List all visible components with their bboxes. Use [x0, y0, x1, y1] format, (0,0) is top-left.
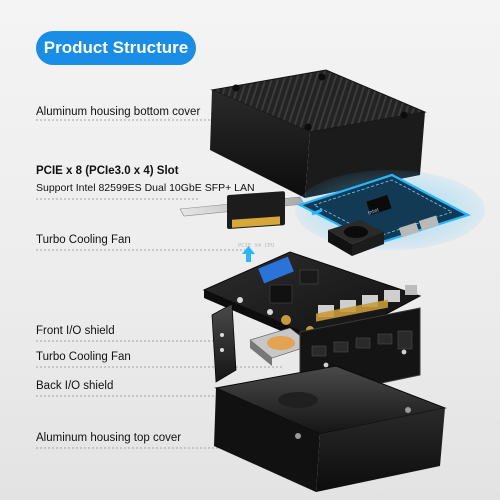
callout-pcie-slot: PCIE x 8 (PCIe3.0 x 4) Slot — [36, 165, 179, 177]
title-badge: Product Structure — [36, 31, 196, 65]
callout-top-cover: Aluminum housing top cover — [36, 432, 182, 444]
svg-text:Intel: Intel — [367, 207, 379, 216]
insert-arrow — [242, 246, 255, 262]
pcie-riser-card: PCIE X4 CPU — [179, 191, 305, 249]
turbo-fan-2 — [249, 327, 313, 366]
callout-turbo-fan-2: Turbo Cooling Fan — [36, 351, 131, 363]
callout-back-io-shield: Back I/O shield — [36, 380, 114, 392]
callout-pcie-support: Support Intel 82599ES Dual 10GbE SFP+ LA… — [36, 182, 255, 194]
top-cover-tray — [214, 365, 447, 492]
callout-front-io-shield: Front I/O shield — [36, 325, 115, 337]
callout-turbo-fan-1: Turbo Cooling Fan — [36, 234, 131, 246]
nic-card: Intel — [295, 170, 485, 250]
svg-text:PCIE X4 CPU: PCIE X4 CPU — [238, 243, 274, 249]
front-io-shield — [211, 303, 237, 383]
turbo-fan-1 — [328, 220, 384, 256]
callout-bottom-cover: Aluminum housing bottom cover — [36, 106, 201, 118]
